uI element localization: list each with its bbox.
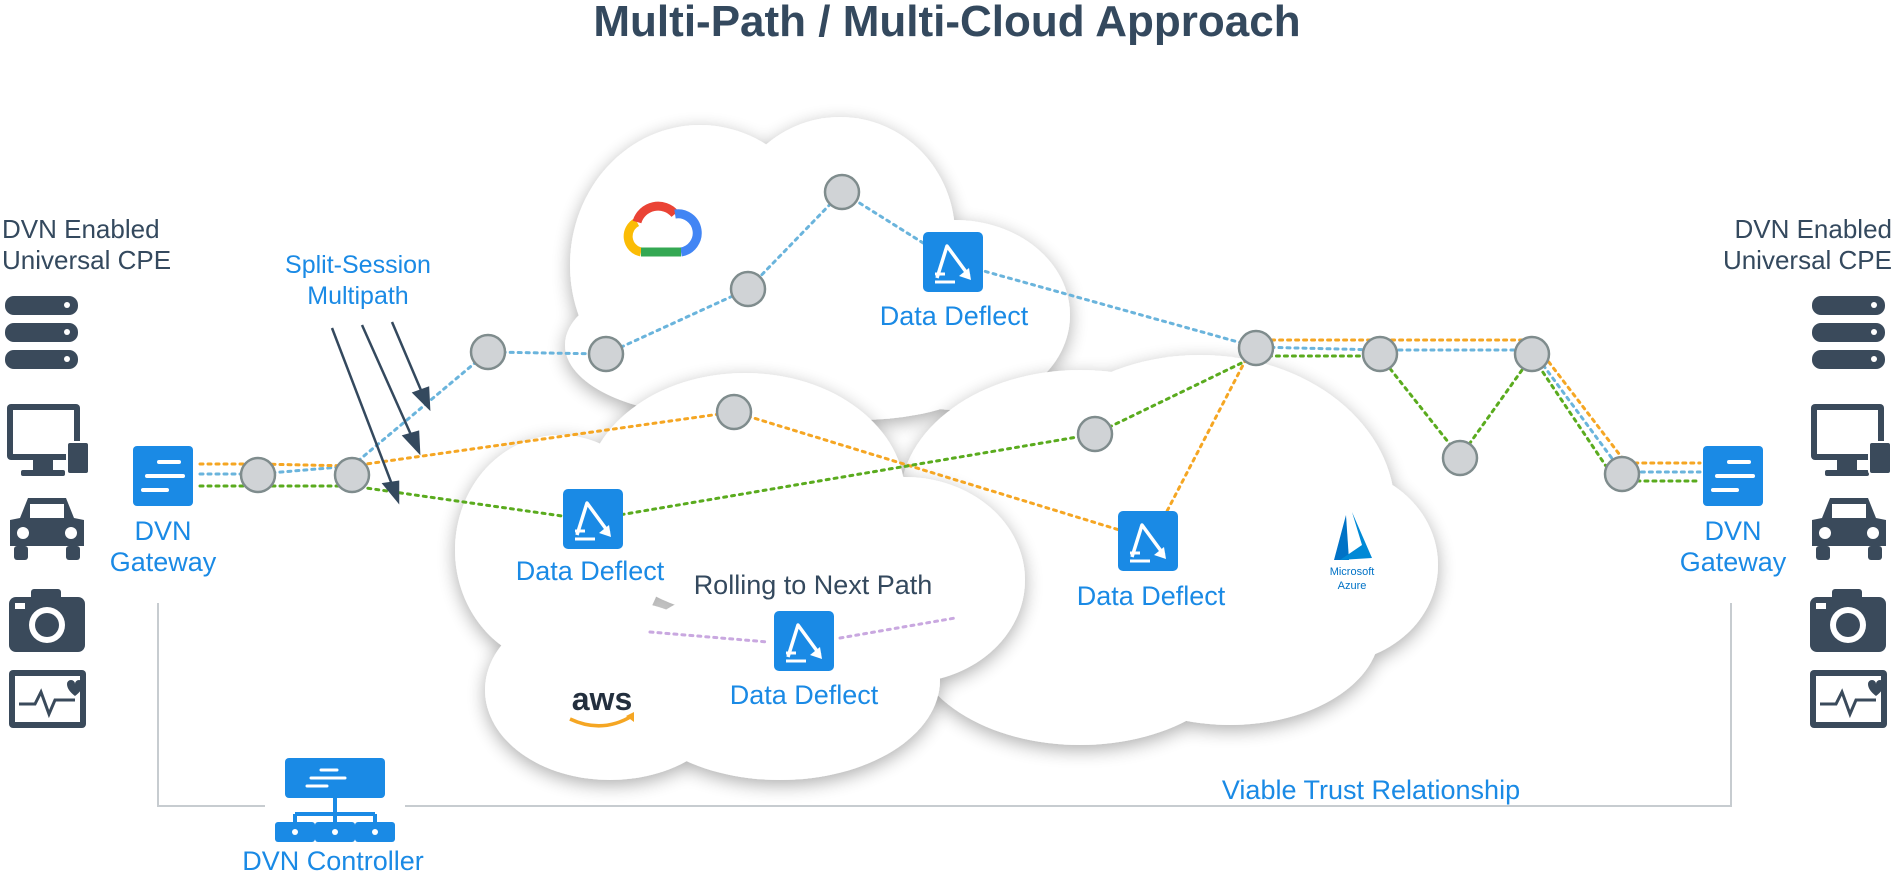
router-node (729, 270, 767, 308)
server-icon (5, 296, 78, 369)
router-node (1237, 329, 1275, 367)
router-node (1513, 335, 1551, 373)
split-session-arrows (330, 321, 431, 505)
router-node (469, 333, 507, 371)
router-node (1603, 455, 1641, 493)
router-node (1076, 415, 1114, 453)
svg-text:aws: aws (572, 681, 632, 717)
router-node (587, 335, 625, 373)
trust-line-left (157, 603, 265, 807)
aws-logo: aws (569, 681, 634, 728)
health-monitor-icon (9, 670, 86, 728)
rolling-label: Rolling to Next Path (694, 570, 933, 600)
dvn-controller-icon[interactable] (275, 758, 395, 842)
camera-icon (9, 589, 85, 652)
right-gateway-icon[interactable] (1703, 446, 1763, 506)
router-node (715, 393, 753, 431)
trust-label: Viable Trust Relationship (1222, 775, 1520, 805)
data-deflect-icon[interactable] (1118, 511, 1178, 571)
right-gateway-label-line1: DVN (1704, 516, 1761, 546)
trust-line-right (405, 603, 1732, 807)
left-gateway-label-line1: DVN (134, 516, 191, 546)
right-cpe-label-line1: DVN Enabled (1734, 214, 1892, 244)
path-orange (198, 338, 1702, 542)
path-rolling-right (838, 616, 957, 640)
left-gateway-icon[interactable] (133, 446, 193, 506)
router-node (1441, 439, 1479, 477)
router-nodes (239, 173, 1641, 494)
car-icon (1812, 498, 1886, 560)
desktop-icon (7, 404, 90, 476)
router-node (1361, 335, 1399, 373)
data-deflect-icon[interactable] (563, 489, 623, 549)
health-monitor-icon (1810, 670, 1887, 728)
split-session-label-line2: Multipath (307, 282, 408, 310)
path-rolling-left (648, 630, 770, 644)
car-icon (10, 498, 84, 560)
router-node (333, 456, 371, 494)
data-deflect-label: Data Deflect (516, 556, 665, 586)
data-deflect-icon[interactable] (923, 232, 983, 292)
data-deflect-label: Data Deflect (880, 301, 1029, 331)
google-cloud-region (565, 117, 1070, 420)
data-deflect-label: Data Deflect (730, 680, 879, 710)
left-gateway-label-line2: Gateway (110, 547, 217, 577)
camera-icon (1810, 589, 1886, 652)
svg-text:Azure: Azure (1338, 580, 1367, 592)
data-deflect-label: Data Deflect (1077, 581, 1226, 611)
right-gateway-label-line2: Gateway (1680, 547, 1787, 577)
google-cloud-logo (623, 201, 702, 257)
server-icon (1812, 296, 1885, 369)
svg-text:Microsoft: Microsoft (1330, 566, 1375, 578)
split-session-label-line1: Split-Session (285, 251, 431, 279)
router-node (239, 456, 277, 494)
controller-label: DVN Controller (242, 846, 424, 873)
azure-logo: Microsoft Azure (1330, 512, 1375, 592)
router-node (823, 173, 861, 211)
desktop-icon (1811, 404, 1892, 476)
data-deflect-icon[interactable] (774, 611, 834, 671)
right-cpe-label-line2: Universal CPE (1723, 245, 1892, 275)
page-title: Multi-Path / Multi-Cloud Approach (593, 0, 1300, 46)
left-cpe-label-line1: DVN Enabled (2, 214, 160, 244)
left-cpe-label-line2: Universal CPE (2, 245, 171, 275)
